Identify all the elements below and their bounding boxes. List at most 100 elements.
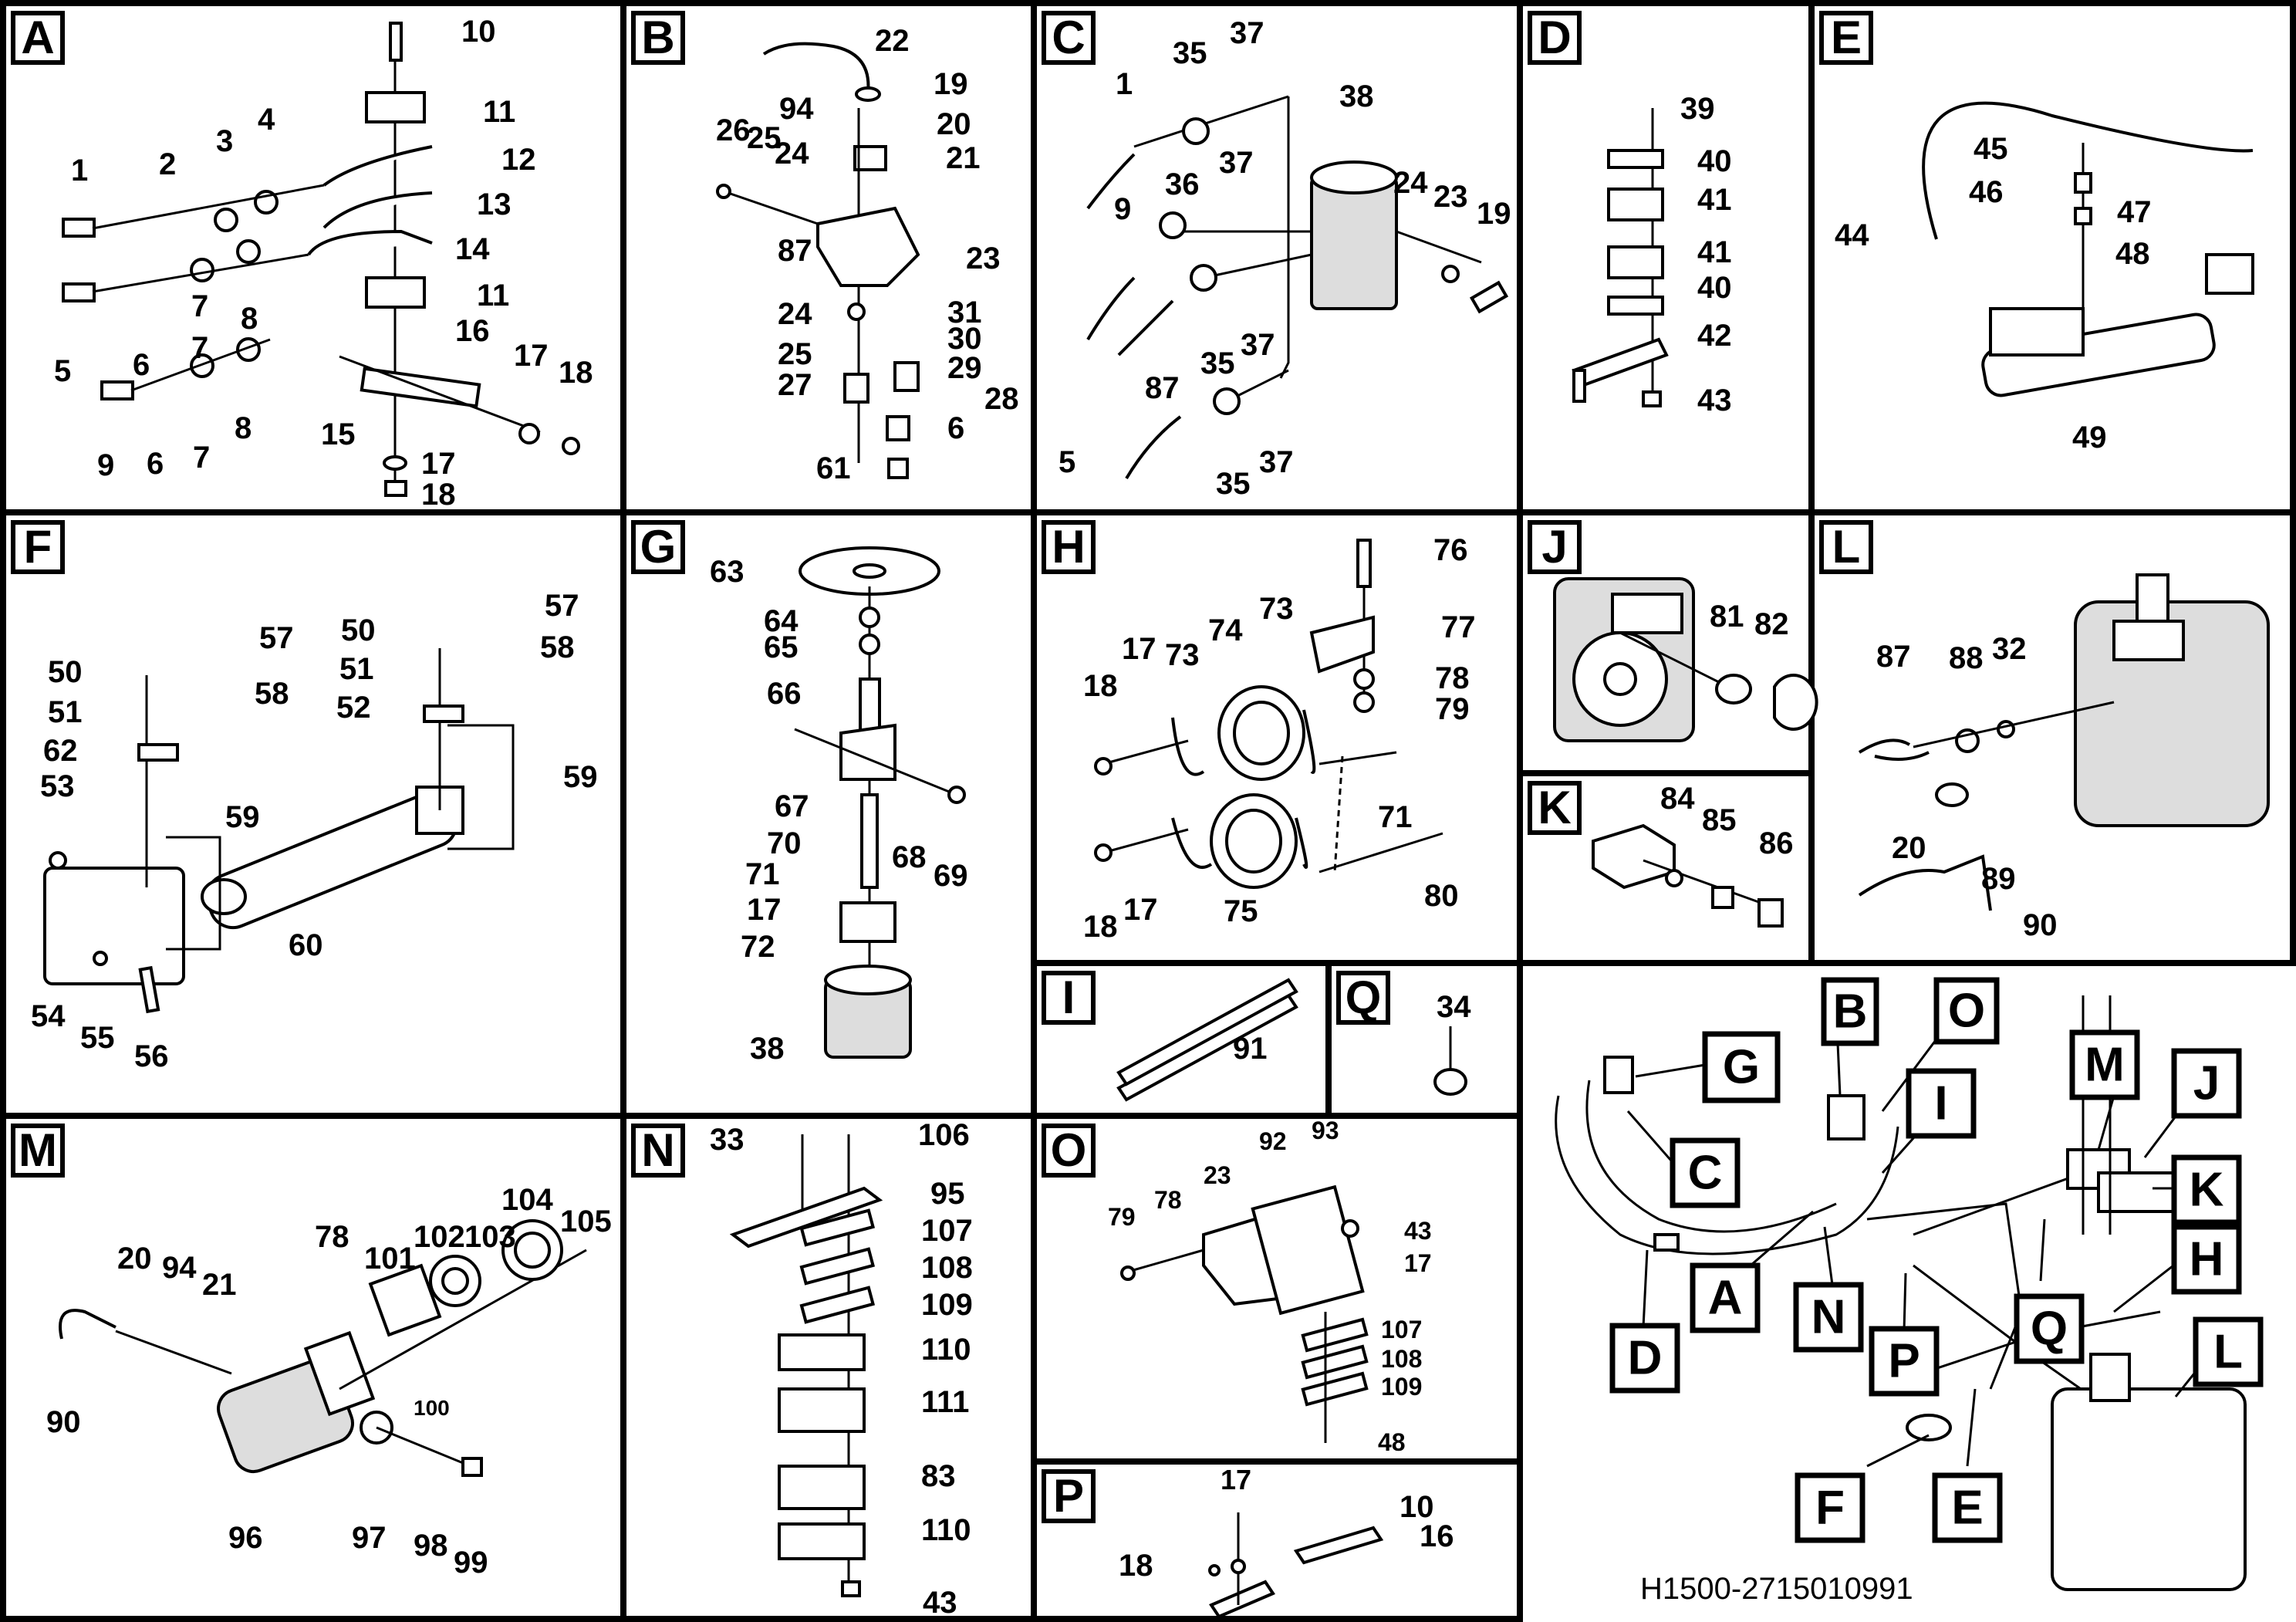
panel-label-f: F [11,520,65,574]
overview-callout-label: I [1934,1077,1947,1130]
callout-a: 5 [54,354,71,388]
callout-c: 24 [1393,166,1428,200]
callout-m: 21 [202,1268,237,1302]
callout-d: 40 [1697,144,1732,178]
callout-b: 6 [947,411,964,445]
overview-callout-label: Q [2031,1303,2068,1356]
nut-7b [190,353,214,378]
panel-l-drawing [1858,573,2270,911]
callout-o: 107 [1381,1316,1422,1343]
callout-m: 78 [315,1220,349,1254]
callout-m: 101 [364,1242,416,1276]
panel-label-o: O [1042,1124,1096,1178]
callout-a: 8 [235,411,252,445]
nut-3 [214,208,238,232]
tube-12 [322,145,433,187]
callout-p: 10 [1400,1490,1434,1524]
callout-o: 23 [1204,1161,1231,1189]
overview-callout-label: D [1628,1332,1663,1385]
callout-c: 5 [1059,445,1075,479]
overview-callout-box [2171,1224,2242,1295]
overview-callout-box [1933,977,2000,1045]
callout-c: 37 [1259,445,1294,479]
panel-c: C [1031,0,1523,515]
callout-f: 57 [259,621,294,655]
callout-h: 79 [1435,692,1470,726]
callout-m: 100 [414,1396,450,1420]
overview-orbitrol [1603,1056,1634,1094]
overview-callout-label: A [1708,1272,1743,1325]
callout-m: 105 [560,1205,612,1238]
callout-b: 25 [747,121,782,155]
callout-f: 50 [341,613,376,647]
bracket [43,867,185,985]
callout-b: 21 [946,141,981,175]
callout-b: 61 [816,451,851,485]
callout-b: 24 [778,297,812,331]
callout-d: 41 [1697,183,1732,217]
callout-d: 39 [1680,92,1715,126]
tee-29 [893,361,920,392]
callout-b: 23 [966,242,1001,275]
panel-label-m: M [11,1124,65,1178]
callout-h: 74 [1208,613,1243,647]
callout-c: 23 [1433,180,1468,214]
callout-m: 102 [414,1220,465,1254]
overview-callout-label: N [1811,1291,1846,1344]
overview-callout-label: B [1833,985,1868,1039]
overview-callout-box [1670,1137,1741,1208]
overview-callout-box [1869,1326,1940,1397]
panel-label-c: C [1042,11,1096,65]
callout-d: 40 [1697,271,1732,305]
callout-c: 35 [1173,36,1207,70]
callout-g: 68 [892,840,927,874]
callout-h: 78 [1435,661,1470,695]
callout-d: 43 [1697,384,1732,417]
callout-g: 66 [767,677,802,711]
overview-callout-label: K [2190,1164,2224,1217]
callout-h: 18 [1083,669,1118,703]
callout-q: 34 [1437,990,1471,1024]
panel-o-drawing [1120,1184,1369,1443]
panel-label-j: J [1528,520,1582,574]
callout-o: 93 [1312,1117,1339,1144]
callout-f: 58 [540,630,575,664]
panel-label-i: I [1042,971,1096,1025]
overview-callout-label: H [2190,1233,2224,1286]
callout-h: 80 [1424,879,1459,913]
bracket-92 [1251,1184,1365,1316]
callout-c: 37 [1230,16,1264,50]
panel-f-drawing [43,648,515,1014]
overview-callout-box [2014,1293,2085,1364]
panel-n-drawing [729,1134,883,1597]
panel-label-q: Q [1336,971,1390,1025]
overview-callouts: B O G I M J C K H A N Q D [1609,977,2264,1543]
callout-m: 94 [162,1251,197,1285]
panel-q-drawing [1433,1026,1467,1096]
callout-p: 17 [1221,1464,1251,1495]
callout-f: 58 [255,677,289,711]
callout-l: 89 [1981,862,2016,896]
callout-m: 96 [228,1521,263,1555]
callout-n: 110 [921,1513,971,1547]
overview-callout-label: C [1688,1147,1723,1200]
callout-l: 87 [1876,640,1911,674]
callout-h: 76 [1433,533,1468,567]
callout-c: 1 [1116,67,1133,101]
o-ring-81 [1715,674,1752,705]
callout-c: 87 [1145,371,1180,405]
callout-m: 103 [464,1220,516,1254]
hose-1 [1086,153,1136,210]
callout-b: 19 [934,67,968,101]
callout-h: 71 [1378,800,1413,834]
callout-d: 41 [1697,235,1732,269]
overview-callout-label: E [1951,1482,1983,1535]
bolt-10 [389,22,403,62]
clamp-21 [853,145,887,171]
overview-callout-label: P [1888,1335,1920,1388]
panel-label-e: E [1819,11,1873,65]
panel-b-drawing [716,42,920,479]
callout-a: 14 [455,232,490,266]
elbow-6 [886,415,910,441]
